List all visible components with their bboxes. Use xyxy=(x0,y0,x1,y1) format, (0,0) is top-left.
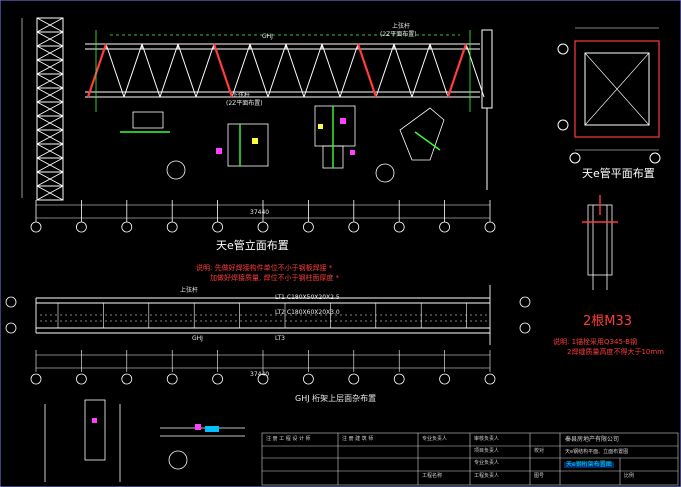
truss-web xyxy=(159,43,179,98)
tb-field-scale: 比例 xyxy=(624,473,635,479)
elevation-axis-bubble xyxy=(166,221,178,233)
elevation-axis-bubble xyxy=(212,221,224,233)
lattice-diagonal xyxy=(36,129,64,145)
tb-architect: 注 册 建 筑 师 xyxy=(342,436,374,442)
beam-lt3-label: LT3 xyxy=(275,335,285,342)
truss-web xyxy=(339,43,359,98)
elevation-title: 天e管立面布置 xyxy=(216,239,289,252)
tb-company: 秦县房地产有限公司 xyxy=(565,436,620,443)
beam-upper-label: 上弦杆 xyxy=(180,287,199,294)
lattice-diagonal xyxy=(36,73,64,89)
elevation-axis-bubble xyxy=(484,221,496,233)
elevation-axis-bubble xyxy=(257,221,269,233)
tb-engineering-lead: 工程负责人 xyxy=(474,473,500,479)
beam-title: GHJ 桁架上层面杂布置 xyxy=(295,394,377,403)
lattice-diagonal xyxy=(36,31,64,47)
elevation-axis-bubble xyxy=(30,221,42,233)
tb-field-number: 图号 xyxy=(534,473,545,479)
beam-ghj-label: GHJ xyxy=(192,335,203,342)
lattice-diagonal xyxy=(36,59,64,75)
lattice-column xyxy=(36,17,64,201)
anchor-spec-title: 2根M33 xyxy=(583,314,633,329)
tb-discipline-lead: 专业负责人 xyxy=(422,436,448,442)
truss-web xyxy=(123,43,143,98)
plan-title: 天e管平面布置 xyxy=(582,167,655,180)
beam-axis-bubble xyxy=(76,373,87,385)
elevation-note-2: 加做好焊接质量, 焊位不小于钢柱面厚度 * xyxy=(210,274,340,282)
truss-web xyxy=(375,43,395,98)
truss-bottom-chord-label: 下弦杆 xyxy=(232,92,251,99)
elevation-axis-bubble xyxy=(439,221,451,233)
elevation-axis-bubble xyxy=(76,221,87,233)
truss-web xyxy=(195,43,215,98)
truss-web xyxy=(285,43,305,98)
beam-axis-bubble xyxy=(166,373,178,385)
lattice-diagonal xyxy=(36,45,64,61)
beam-axis-bubble xyxy=(484,373,496,385)
lattice-diagonal xyxy=(36,157,64,173)
tb-checker: 校对 xyxy=(534,448,545,454)
tb-engineer: 注 册 工 程 设 计 师 xyxy=(266,436,311,442)
beam-lt2-label: LT2 C180X60X20X3.0 xyxy=(275,309,340,316)
truss-web xyxy=(393,43,413,98)
anchor-note-1: 说明: 1锚栓采用Q345-B钢 xyxy=(553,338,637,346)
truss-top-chord-label: 上弦杆 xyxy=(392,23,411,30)
elevation-axis-bubble xyxy=(348,221,360,233)
truss-web xyxy=(321,43,341,98)
tb-field-project: 工程名称 xyxy=(422,473,443,479)
truss-web xyxy=(249,43,269,98)
truss-highlighted-web xyxy=(446,43,468,98)
truss-highlighted-web xyxy=(86,43,108,98)
beam-axis-bubble xyxy=(439,373,451,385)
truss-web xyxy=(267,43,287,98)
beam-axis-bubble xyxy=(348,373,360,385)
truss-web xyxy=(141,43,161,98)
truss-bottom-chord-sub: (2Z平面布置) xyxy=(226,100,263,107)
bottom-details xyxy=(44,399,245,482)
lattice-diagonal xyxy=(36,171,64,187)
lattice-diagonal xyxy=(36,115,64,131)
lattice-diagonal xyxy=(36,101,64,117)
lattice-diagonal xyxy=(36,87,64,103)
tb-review-lead: 审核负责人 xyxy=(474,436,500,442)
plan-view xyxy=(557,27,661,164)
beam-plan xyxy=(35,285,491,345)
lattice-diagonal xyxy=(36,143,64,159)
truss-web xyxy=(105,43,125,98)
elevation-note-1: 说明: 先做好焊接构件单位不小于钢板焊接 * xyxy=(196,264,333,272)
elevation-axis-bubble xyxy=(393,221,405,233)
truss-web xyxy=(411,43,431,98)
beam-lt1-label: LT1 C180X50X20X2.5 xyxy=(275,294,340,301)
beam-axis-bubble xyxy=(302,373,314,385)
elevation-total-dim: 37440 xyxy=(250,209,270,216)
lattice-diagonal xyxy=(36,17,64,33)
beam-total-dim: 37440 xyxy=(250,371,270,378)
beam-axis-bubble xyxy=(30,373,42,385)
title-block xyxy=(261,432,679,486)
tb-drawing-name: 天e钢结构平面、立面布置图 xyxy=(565,449,629,455)
beam-axis-bubble xyxy=(121,373,133,385)
beam-axis-bubble xyxy=(212,373,224,385)
truss-web xyxy=(177,43,197,98)
truss-ghj-label: GHJ xyxy=(262,33,273,40)
truss-web xyxy=(429,43,449,98)
truss-highlighted-web xyxy=(212,43,234,98)
truss-web xyxy=(465,43,485,98)
beam-axis-bubble xyxy=(257,373,269,385)
lattice-diagonal xyxy=(36,185,64,201)
tb-highlight-cell[interactable]: 天e钢桁架布置图 xyxy=(564,461,614,468)
truss-web xyxy=(231,43,251,98)
truss-top-chord-sub: (2Z平面布置) xyxy=(380,31,417,38)
truss-web xyxy=(303,43,323,98)
truss-highlighted-web xyxy=(356,43,378,98)
elevation-axis-bubble xyxy=(302,221,314,233)
beam-axis-bubble xyxy=(393,373,405,385)
elevation-axis-bubble xyxy=(121,221,133,233)
tb-project-lead: 项目负责人 xyxy=(474,448,500,454)
tb-discipline-lead-2: 专业负责人 xyxy=(474,460,500,466)
anchor-note-2: 2焊缝质量高度不得大于10mm xyxy=(567,348,664,356)
